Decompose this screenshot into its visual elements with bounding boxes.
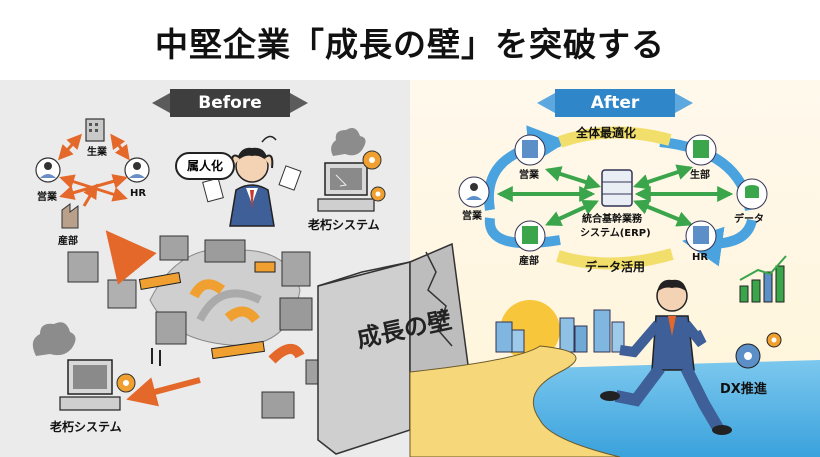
building-icon [514,220,546,252]
running-businessman-illustration [600,279,732,435]
dx-promotion-label: DX推進 [720,382,767,397]
page-title: 中堅企業「成長の壁」を突破する [155,25,665,64]
person-icon [458,176,490,208]
optimization-label: 全体最適化 [576,126,637,140]
server-icon [601,169,633,207]
erp-label-line1: 統合基幹業務 [582,214,642,225]
smoke-icon [331,128,366,156]
legacy-system-label-top: 老朽システム [308,218,380,232]
after-node-bottom-right-label: HR [692,252,709,263]
after-banner: After [537,89,693,117]
before-org-chaos [35,118,150,229]
data-utilization-label: データ活用 [585,260,646,274]
city-skyline-illustration [495,300,625,360]
before-banner: Before [152,89,308,117]
after-node-top-left-label: 営業 [519,170,539,181]
gear-icon [735,343,761,369]
gear-icon [116,373,136,393]
individual-dependency-bubble: 属人化 [175,152,235,180]
building-icon [685,220,717,252]
chaotic-maze-illustration [67,230,329,419]
title-background [0,0,820,80]
after-node-bottom-left-label: 産部 [519,256,539,267]
legacy-computer-icon [59,359,121,411]
stressed-worker-illustration [202,135,302,227]
legacy-computer-icon [317,162,375,212]
banner-tip-left [152,93,170,113]
before-org-bottom-label: 産部 [58,236,78,247]
before-org-right-label: HR [130,188,147,199]
after-banner-label: After [590,93,640,113]
gear-icon [766,332,782,348]
erp-label-line2: システム(ERP) [580,228,651,239]
building-icon [685,134,717,166]
building-icon [85,118,105,142]
legacy-system-label-bottom: 老朽システム [50,420,122,434]
building-icon [514,134,546,166]
gear-icon [370,186,386,202]
database-icon [736,178,768,210]
after-node-top-right-label: 生部 [690,170,710,181]
before-org-top-label: 生業 [87,147,107,158]
person-icon [35,157,61,183]
gear-icon [362,150,382,170]
banner-tip-left [537,93,555,113]
growth-chart-icon [739,255,787,303]
after-node-right-label: データ [734,214,764,225]
person-icon [124,157,150,183]
factory-icon [61,203,79,229]
road-path [409,345,621,457]
banner-tip-right [675,93,693,113]
smoke-icon [32,322,76,356]
before-banner-label: Before [198,93,262,113]
before-org-left-label: 営業 [37,192,57,203]
after-node-left-label: 営業 [462,211,482,222]
banner-tip-right [290,93,308,113]
